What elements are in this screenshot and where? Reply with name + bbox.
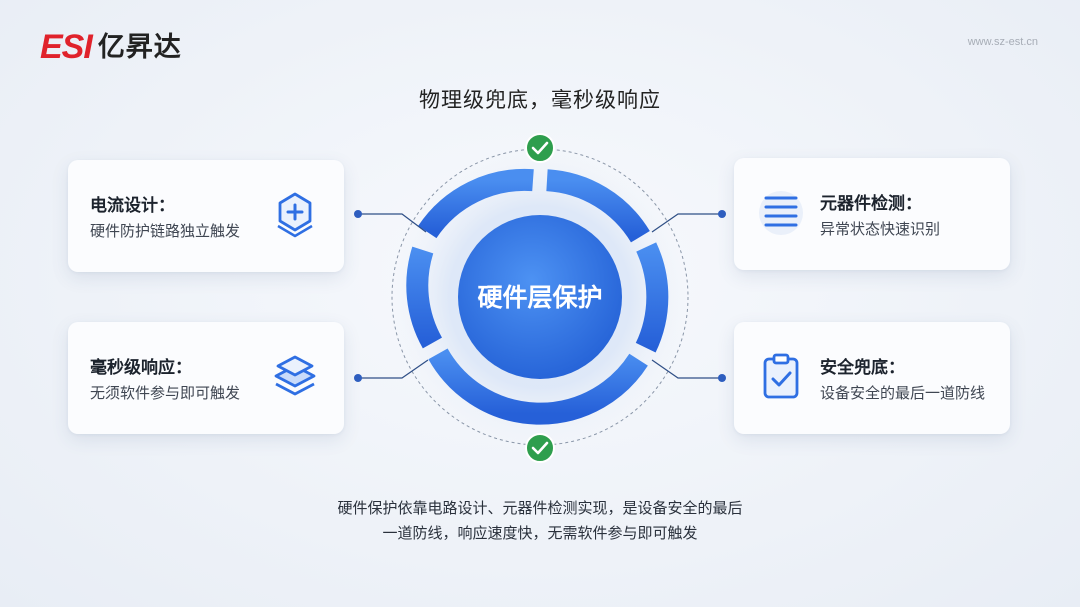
connector-dot-top-right xyxy=(718,210,726,218)
card-title: 电流设计： xyxy=(90,196,175,216)
connector-lines xyxy=(358,213,722,379)
card-desc: 异常状态快速识别 xyxy=(820,220,941,238)
card-title: 毫秒级响应： xyxy=(90,358,192,378)
card-desc: 设备安全的最后一道防线 xyxy=(820,384,986,402)
brand-logo: ESI 亿昇达 xyxy=(40,30,182,64)
shield-plus-icon xyxy=(277,192,313,238)
logo-text: 亿昇达 xyxy=(97,31,182,63)
card-component-detection: 元器件检测： 异常状态快速识别 xyxy=(734,158,1010,270)
card-ms-response: 毫秒级响应： 无须软件参与即可触发 xyxy=(68,322,344,434)
segmented-ring xyxy=(406,168,669,425)
card-current-design: 电流设计： 硬件防护链路独立触发 xyxy=(68,160,344,272)
check-badge-bottom xyxy=(525,433,555,463)
ring-segment-left xyxy=(406,246,443,349)
core-circle xyxy=(458,215,622,379)
caption-line-1: 硬件保护依靠电路设计、元器件检测实现，是设备安全的最后 xyxy=(337,499,743,517)
headline: 物理级兜底，毫秒级响应 xyxy=(419,88,661,112)
clipboard-check-icon xyxy=(763,353,799,399)
card-desc: 硬件防护链路独立触发 xyxy=(90,222,241,240)
caption: 硬件保护依靠电路设计、元器件检测实现，是设备安全的最后 一道防线，响应速度快，无… xyxy=(0,496,1080,546)
connector-dot-top-left xyxy=(354,210,362,218)
card-title: 安全兜底： xyxy=(820,358,905,378)
connector-dot-bottom-left xyxy=(354,374,362,382)
card-safety-backstop: 安全兜底： 设备安全的最后一道防线 xyxy=(734,322,1010,434)
caption-line-2: 一道防线，响应速度快，无需软件参与即可触发 xyxy=(382,524,698,542)
connector-bottom-left xyxy=(358,359,429,379)
connector-top-right xyxy=(651,213,722,233)
center-label: 硬件层保护 xyxy=(477,283,602,312)
ring-segment-top-left xyxy=(418,168,534,239)
connector-bottom-right xyxy=(651,359,722,379)
website-url: www.sz-est.cn xyxy=(967,36,1038,48)
logo-mark: ESI xyxy=(40,28,93,66)
list-icon xyxy=(759,191,803,235)
ring-segment-bottom xyxy=(428,348,648,425)
layers-icon xyxy=(274,355,316,396)
connector-top-left xyxy=(358,213,427,233)
card-desc: 无须软件参与即可触发 xyxy=(90,384,241,402)
card-title: 元器件检测： xyxy=(820,194,922,214)
connector-dot-bottom-right xyxy=(718,374,726,382)
ring-segment-right xyxy=(635,242,669,353)
check-badge-top xyxy=(525,133,555,163)
ring-segment-top-right xyxy=(546,169,650,243)
